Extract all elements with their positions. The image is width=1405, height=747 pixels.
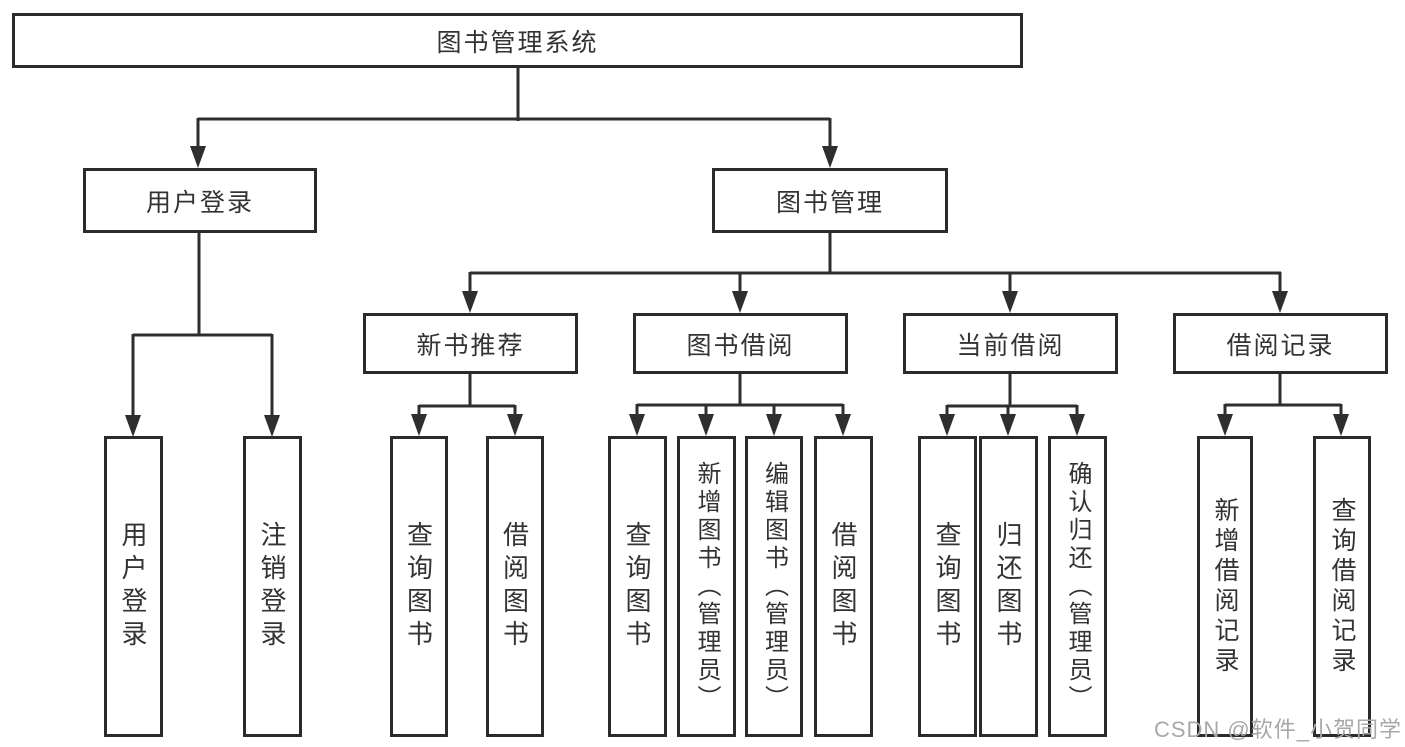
leaf-user-login: 用户登录	[104, 436, 163, 737]
leaf-return-book: 归还图书	[979, 436, 1038, 737]
leaf-edit-book-admin-label: 编辑图书（管理员）	[760, 460, 788, 713]
connector-book-management-split	[462, 233, 1288, 313]
leaf-query-borrow-record: 查询借阅记录	[1313, 436, 1371, 737]
connector-new-book-split	[411, 374, 523, 436]
leaf-borrow-books: 借阅图书	[814, 436, 873, 737]
leaf-add-borrow-record: 新增借阅记录	[1197, 436, 1253, 737]
connector-root-to-level2	[190, 68, 838, 168]
node-new-book-recommend: 新书推荐	[363, 313, 578, 374]
node-user-login: 用户登录	[83, 168, 317, 233]
leaf-return-book-label: 归还图书	[993, 520, 1023, 653]
node-borrow-records-label: 借阅记录	[1226, 331, 1335, 360]
leaf-query-books-borrow-label: 查询图书	[622, 520, 652, 653]
leaf-query-books-borrow: 查询图书	[608, 436, 667, 737]
node-new-book-recommend-label: 新书推荐	[416, 331, 525, 360]
leaf-borrow-books-label: 借阅图书	[828, 520, 858, 653]
node-book-management-label: 图书管理	[775, 188, 884, 217]
leaf-add-book-admin: 新增图书（管理员）	[677, 436, 736, 737]
node-user-login-label: 用户登录	[145, 188, 254, 217]
leaf-add-book-admin-label: 新增图书（管理员）	[693, 460, 720, 713]
leaf-logout: 注销登录	[243, 436, 302, 737]
leaf-confirm-return-admin: 确认归还（管理员）	[1048, 436, 1107, 737]
leaf-edit-book-admin: 编辑图书（管理员）	[745, 436, 803, 737]
leaf-query-books-current: 查询图书	[918, 436, 977, 737]
connector-book-borrow-split	[629, 374, 851, 436]
leaf-user-login-label: 用户登录	[118, 520, 148, 653]
leaf-query-borrow-record-label: 查询借阅记录	[1328, 496, 1356, 677]
node-book-borrow: 图书借阅	[633, 313, 848, 374]
connector-user-login-split	[125, 233, 280, 437]
node-root-label: 图书管理系统	[436, 28, 599, 57]
leaf-logout-label: 注销登录	[257, 520, 287, 653]
leaf-query-books-recommend: 查询图书	[390, 436, 448, 737]
leaf-borrow-books-recommend: 借阅图书	[486, 436, 544, 737]
node-current-borrow: 当前借阅	[903, 313, 1118, 374]
node-root: 图书管理系统	[12, 13, 1023, 68]
leaf-add-borrow-record-label: 新增借阅记录	[1211, 496, 1239, 677]
node-book-management: 图书管理	[712, 168, 948, 233]
leaf-borrow-books-recommend-label: 借阅图书	[499, 520, 530, 653]
connector-borrow-records-split	[1217, 374, 1349, 436]
connector-current-borrow-split	[939, 374, 1085, 436]
leaf-confirm-return-admin-label: 确认归还（管理员）	[1064, 460, 1091, 713]
csdn-watermark: CSDN @软件_小贺同学	[1153, 717, 1402, 742]
node-borrow-records: 借阅记录	[1173, 313, 1388, 374]
leaf-query-books-current-label: 查询图书	[932, 520, 962, 653]
node-book-borrow-label: 图书借阅	[686, 331, 795, 360]
leaf-query-books-recommend-label: 查询图书	[403, 520, 434, 653]
node-current-borrow-label: 当前借阅	[956, 331, 1065, 360]
